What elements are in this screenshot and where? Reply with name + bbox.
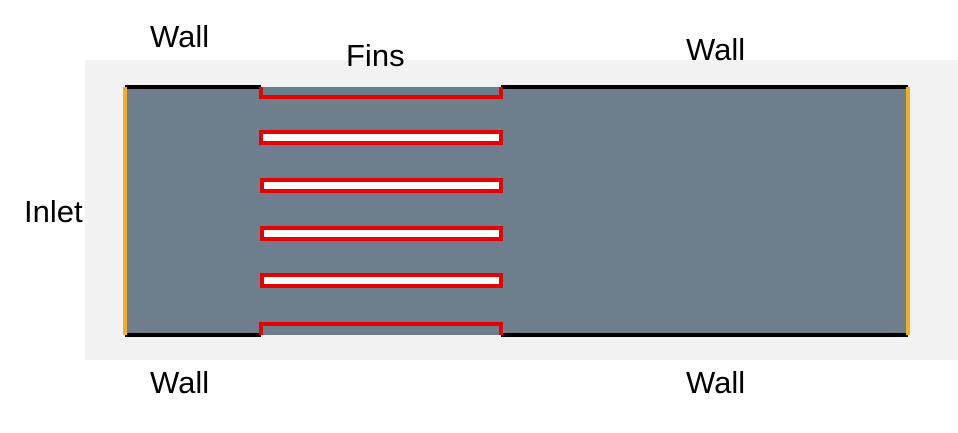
fin-4 bbox=[260, 273, 503, 288]
fins-label: Fins bbox=[346, 38, 405, 73]
flow-channel bbox=[125, 87, 908, 335]
fin-2 bbox=[260, 178, 503, 193]
fin-top-boundary bbox=[259, 87, 503, 99]
fin-3 bbox=[260, 226, 503, 241]
wall-label-bottom-left: Wall bbox=[150, 365, 210, 400]
wall-label-top-left: Wall bbox=[150, 19, 210, 54]
inlet-label: Inlet bbox=[24, 194, 83, 229]
fin-1 bbox=[259, 130, 503, 145]
wall-label-top-right: Wall bbox=[686, 32, 746, 67]
wall-label-bottom-right: Wall bbox=[686, 365, 746, 400]
fin-bottom-boundary bbox=[259, 322, 503, 335]
